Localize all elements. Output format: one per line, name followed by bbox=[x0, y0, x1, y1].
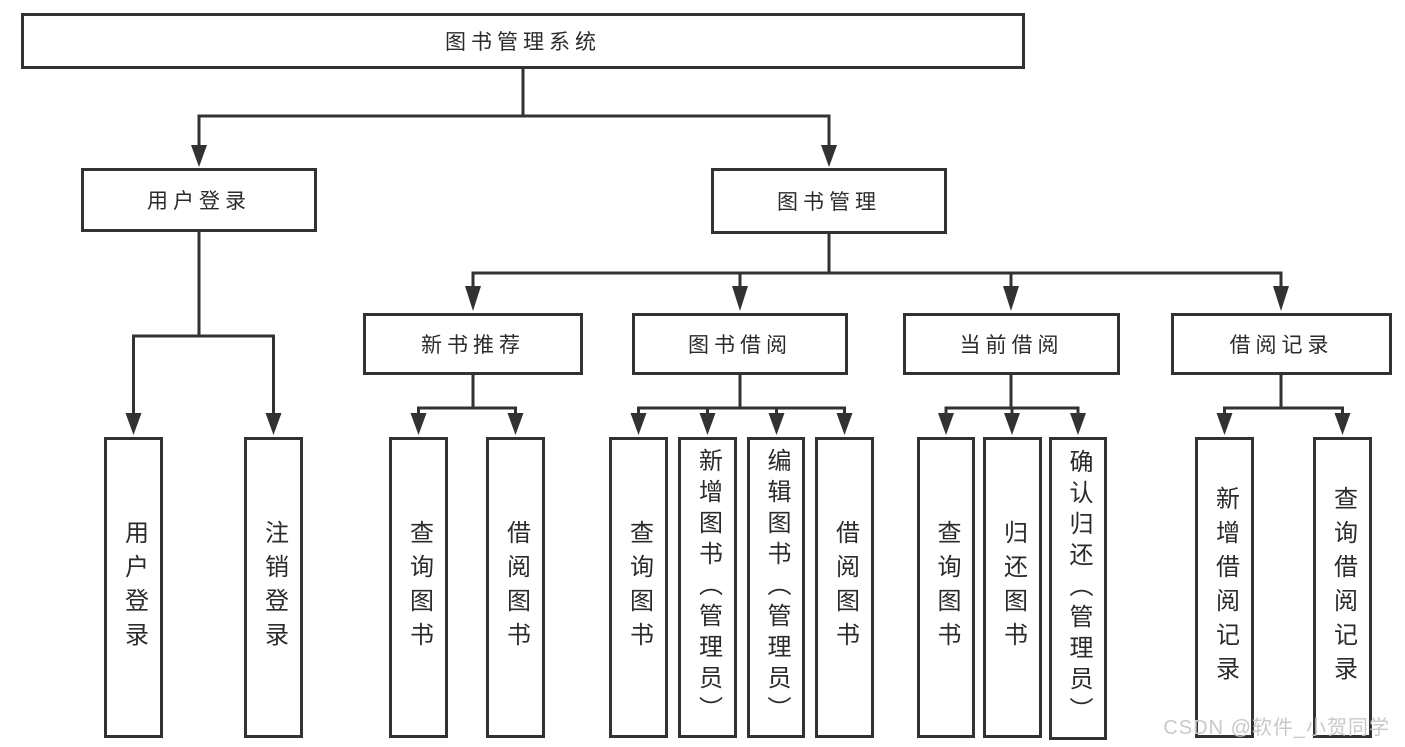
leaf-record-query: 查询借阅记录 bbox=[1313, 437, 1372, 738]
leaf-current-return-books: 归还图书 bbox=[983, 437, 1042, 738]
node-current-borrow-label: 当前借阅 bbox=[959, 334, 1064, 357]
leaf-logout: 注销登录 bbox=[244, 437, 303, 738]
node-borrow-record: 借阅记录 bbox=[1171, 313, 1392, 375]
node-user-login-label: 用户登录 bbox=[147, 190, 251, 213]
node-new-book-recommend-label: 新书推荐 bbox=[421, 334, 525, 357]
leaf-borrow-query-books: 查询图书 bbox=[609, 437, 668, 738]
leaf-current-query-books: 查询图书 bbox=[917, 437, 975, 738]
node-book-borrow-label: 图书借阅 bbox=[688, 334, 792, 357]
leaf-user-login: 用户登录 bbox=[104, 437, 163, 738]
node-book-borrow: 图书借阅 bbox=[632, 313, 848, 375]
node-library-system: 图书管理系统 bbox=[21, 13, 1025, 69]
leaf-borrow-add-books: 新增图书（管理员） bbox=[678, 437, 737, 738]
leaf-newbook-query-books: 查询图书 bbox=[389, 437, 448, 738]
leaf-record-add: 新增借阅记录 bbox=[1195, 437, 1254, 738]
leaf-current-confirm-return: 确认归还（管理员） bbox=[1049, 437, 1107, 740]
csdn-watermark: CSDN @软件_小贺同学 bbox=[1163, 717, 1390, 739]
node-borrow-record-label: 借阅记录 bbox=[1229, 334, 1334, 357]
node-book-management-label: 图书管理 bbox=[777, 191, 881, 214]
leaf-newbook-borrow-books: 借阅图书 bbox=[486, 437, 545, 738]
leaf-borrow-edit-books: 编辑图书（管理员） bbox=[747, 437, 805, 738]
node-library-system-label: 图书管理系统 bbox=[445, 31, 601, 54]
node-current-borrow: 当前借阅 bbox=[903, 313, 1120, 375]
node-user-login: 用户登录 bbox=[81, 168, 317, 232]
node-book-management: 图书管理 bbox=[711, 168, 947, 234]
leaf-borrow-borrow-books: 借阅图书 bbox=[815, 437, 874, 738]
node-new-book-recommend: 新书推荐 bbox=[363, 313, 583, 375]
